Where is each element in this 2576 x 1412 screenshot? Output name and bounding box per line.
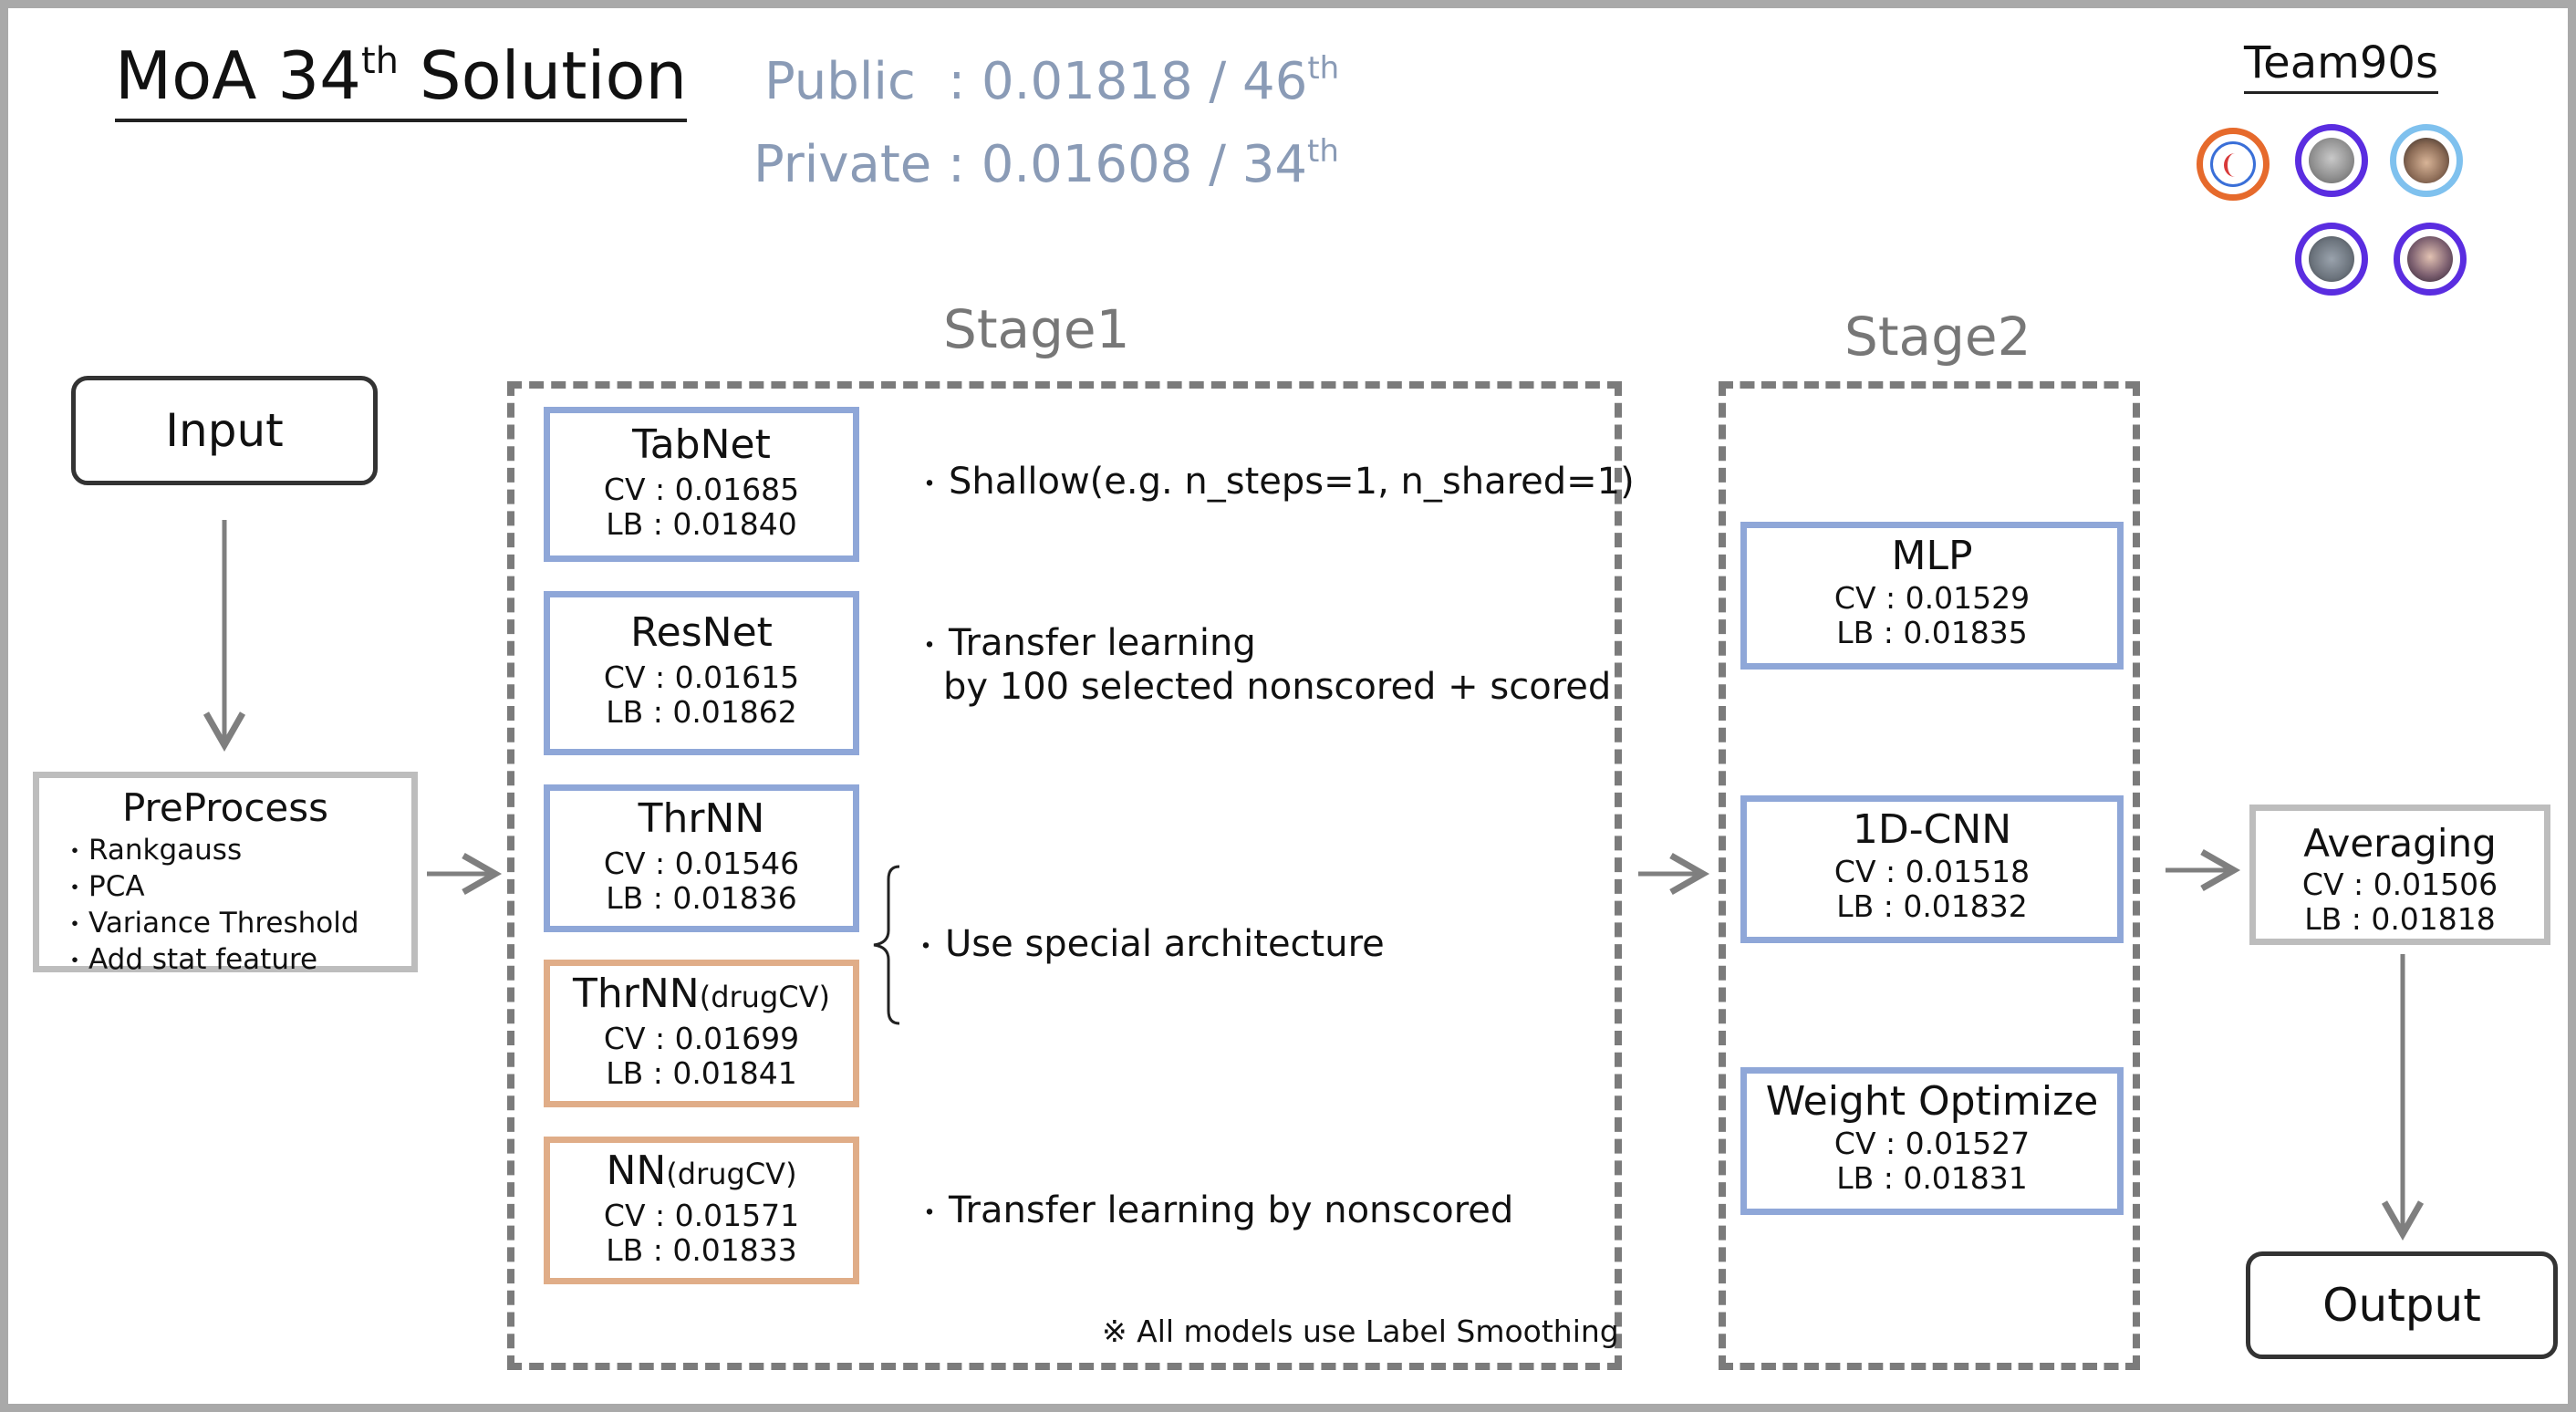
model-nn-drugcv: NN(drugCV) CV : 0.01571 LB : 0.01833 <box>544 1137 859 1284</box>
stage1-container <box>507 381 1622 1370</box>
preprocess-list: Rankgauss PCA Variance Threshold Add sta… <box>63 833 359 979</box>
model-cv: CV : 0.01699 <box>603 1021 800 1056</box>
model-cv: CV : 0.01615 <box>603 659 800 695</box>
model-name: TabNet <box>632 421 771 468</box>
model-lb: LB : 0.01836 <box>606 880 797 916</box>
model-lb: LB : 0.01831 <box>1836 1160 2028 1196</box>
model-name: MLP <box>1891 533 1973 579</box>
model-cv: CV : 0.01685 <box>603 472 800 507</box>
footnote: ※ All models use Label Smoothing <box>1102 1313 1619 1349</box>
page-title: MoA 34th Solution <box>115 33 688 122</box>
model-name: 1D-CNN <box>1852 806 2012 853</box>
avatar <box>2390 124 2463 197</box>
model-thrnn-drugcv: ThrNN(drugCV) CV : 0.01699 LB : 0.01841 <box>544 960 859 1107</box>
note-resnet: ・Transfer learning <box>916 622 1256 664</box>
note-thrnn: ・Use special architecture <box>912 923 1385 965</box>
avatar <box>2197 128 2270 201</box>
model-lb: LB : 0.01840 <box>606 506 797 542</box>
public-score: Public : 0.01818 / 46th <box>764 50 1340 111</box>
model-name: Weight Optimize <box>1765 1078 2099 1125</box>
model-cv: CV : 0.01529 <box>1833 580 2031 616</box>
model-cv: CV : 0.01546 <box>603 846 800 881</box>
model-cv: CV : 0.01571 <box>603 1198 800 1233</box>
model-name: NN(drugCV) <box>606 1147 797 1194</box>
model-mlp: MLP CV : 0.01529 LB : 0.01835 <box>1740 522 2124 670</box>
avatar <box>2295 223 2368 296</box>
private-score: Private : 0.01608 / 34th <box>753 133 1339 194</box>
model-cv: CV : 0.01518 <box>1833 854 2031 889</box>
preprocess-item: Add stat feature <box>63 942 359 979</box>
input-node: Input <box>71 376 378 485</box>
note-resnet-continued: by 100 selected nonscored + scored <box>943 666 1612 708</box>
averaging-cv: CV : 0.01506 <box>2301 867 2498 902</box>
note-tabnet: ・Shallow(e.g. n_steps=1, n_shared=1) <box>916 461 1635 503</box>
preprocess-item: PCA <box>63 869 359 906</box>
model-lb: LB : 0.01833 <box>606 1232 797 1268</box>
model-lb: LB : 0.01841 <box>606 1055 797 1091</box>
preprocess-title: PreProcess <box>121 785 329 830</box>
model-name: ThrNN <box>638 795 765 842</box>
preprocess-item: Variance Threshold <box>63 906 359 942</box>
model-resnet: ResNet CV : 0.01615 LB : 0.01862 <box>544 591 859 755</box>
model-lb: LB : 0.01835 <box>1836 615 2028 650</box>
model-weight-optimize: Weight Optimize CV : 0.01527 LB : 0.0183… <box>1740 1067 2124 1215</box>
model-name: ThrNN(drugCV) <box>573 971 830 1017</box>
note-nn: ・Transfer learning by nonscored <box>916 1189 1514 1231</box>
brace-thrnn-group <box>873 865 900 1025</box>
model-thrnn: ThrNN CV : 0.01546 LB : 0.01836 <box>544 784 859 932</box>
preprocess-item: Rankgauss <box>63 833 359 869</box>
team-name: Team90s <box>2244 35 2438 94</box>
model-1d-cnn: 1D-CNN CV : 0.01518 LB : 0.01832 <box>1740 795 2124 943</box>
stage1-label: Stage1 <box>943 298 1130 360</box>
averaging-title: Averaging <box>2303 821 2497 866</box>
avatar <box>2394 223 2467 296</box>
model-cv: CV : 0.01527 <box>1833 1126 2031 1161</box>
stage2-container <box>1719 381 2140 1370</box>
model-tabnet: TabNet CV : 0.01685 LB : 0.01840 <box>544 407 859 562</box>
output-node: Output <box>2246 1251 2558 1359</box>
preprocess-node: PreProcess Rankgauss PCA Variance Thresh… <box>33 772 418 976</box>
averaging-node: Averaging CV : 0.01506 LB : 0.01818 <box>2249 805 2550 945</box>
avatar <box>2295 124 2368 197</box>
stage2-label: Stage2 <box>1844 306 2031 368</box>
averaging-lb: LB : 0.01818 <box>2304 901 2496 937</box>
model-lb: LB : 0.01862 <box>606 694 797 730</box>
model-name: ResNet <box>630 609 773 656</box>
model-lb: LB : 0.01832 <box>1836 888 2028 924</box>
